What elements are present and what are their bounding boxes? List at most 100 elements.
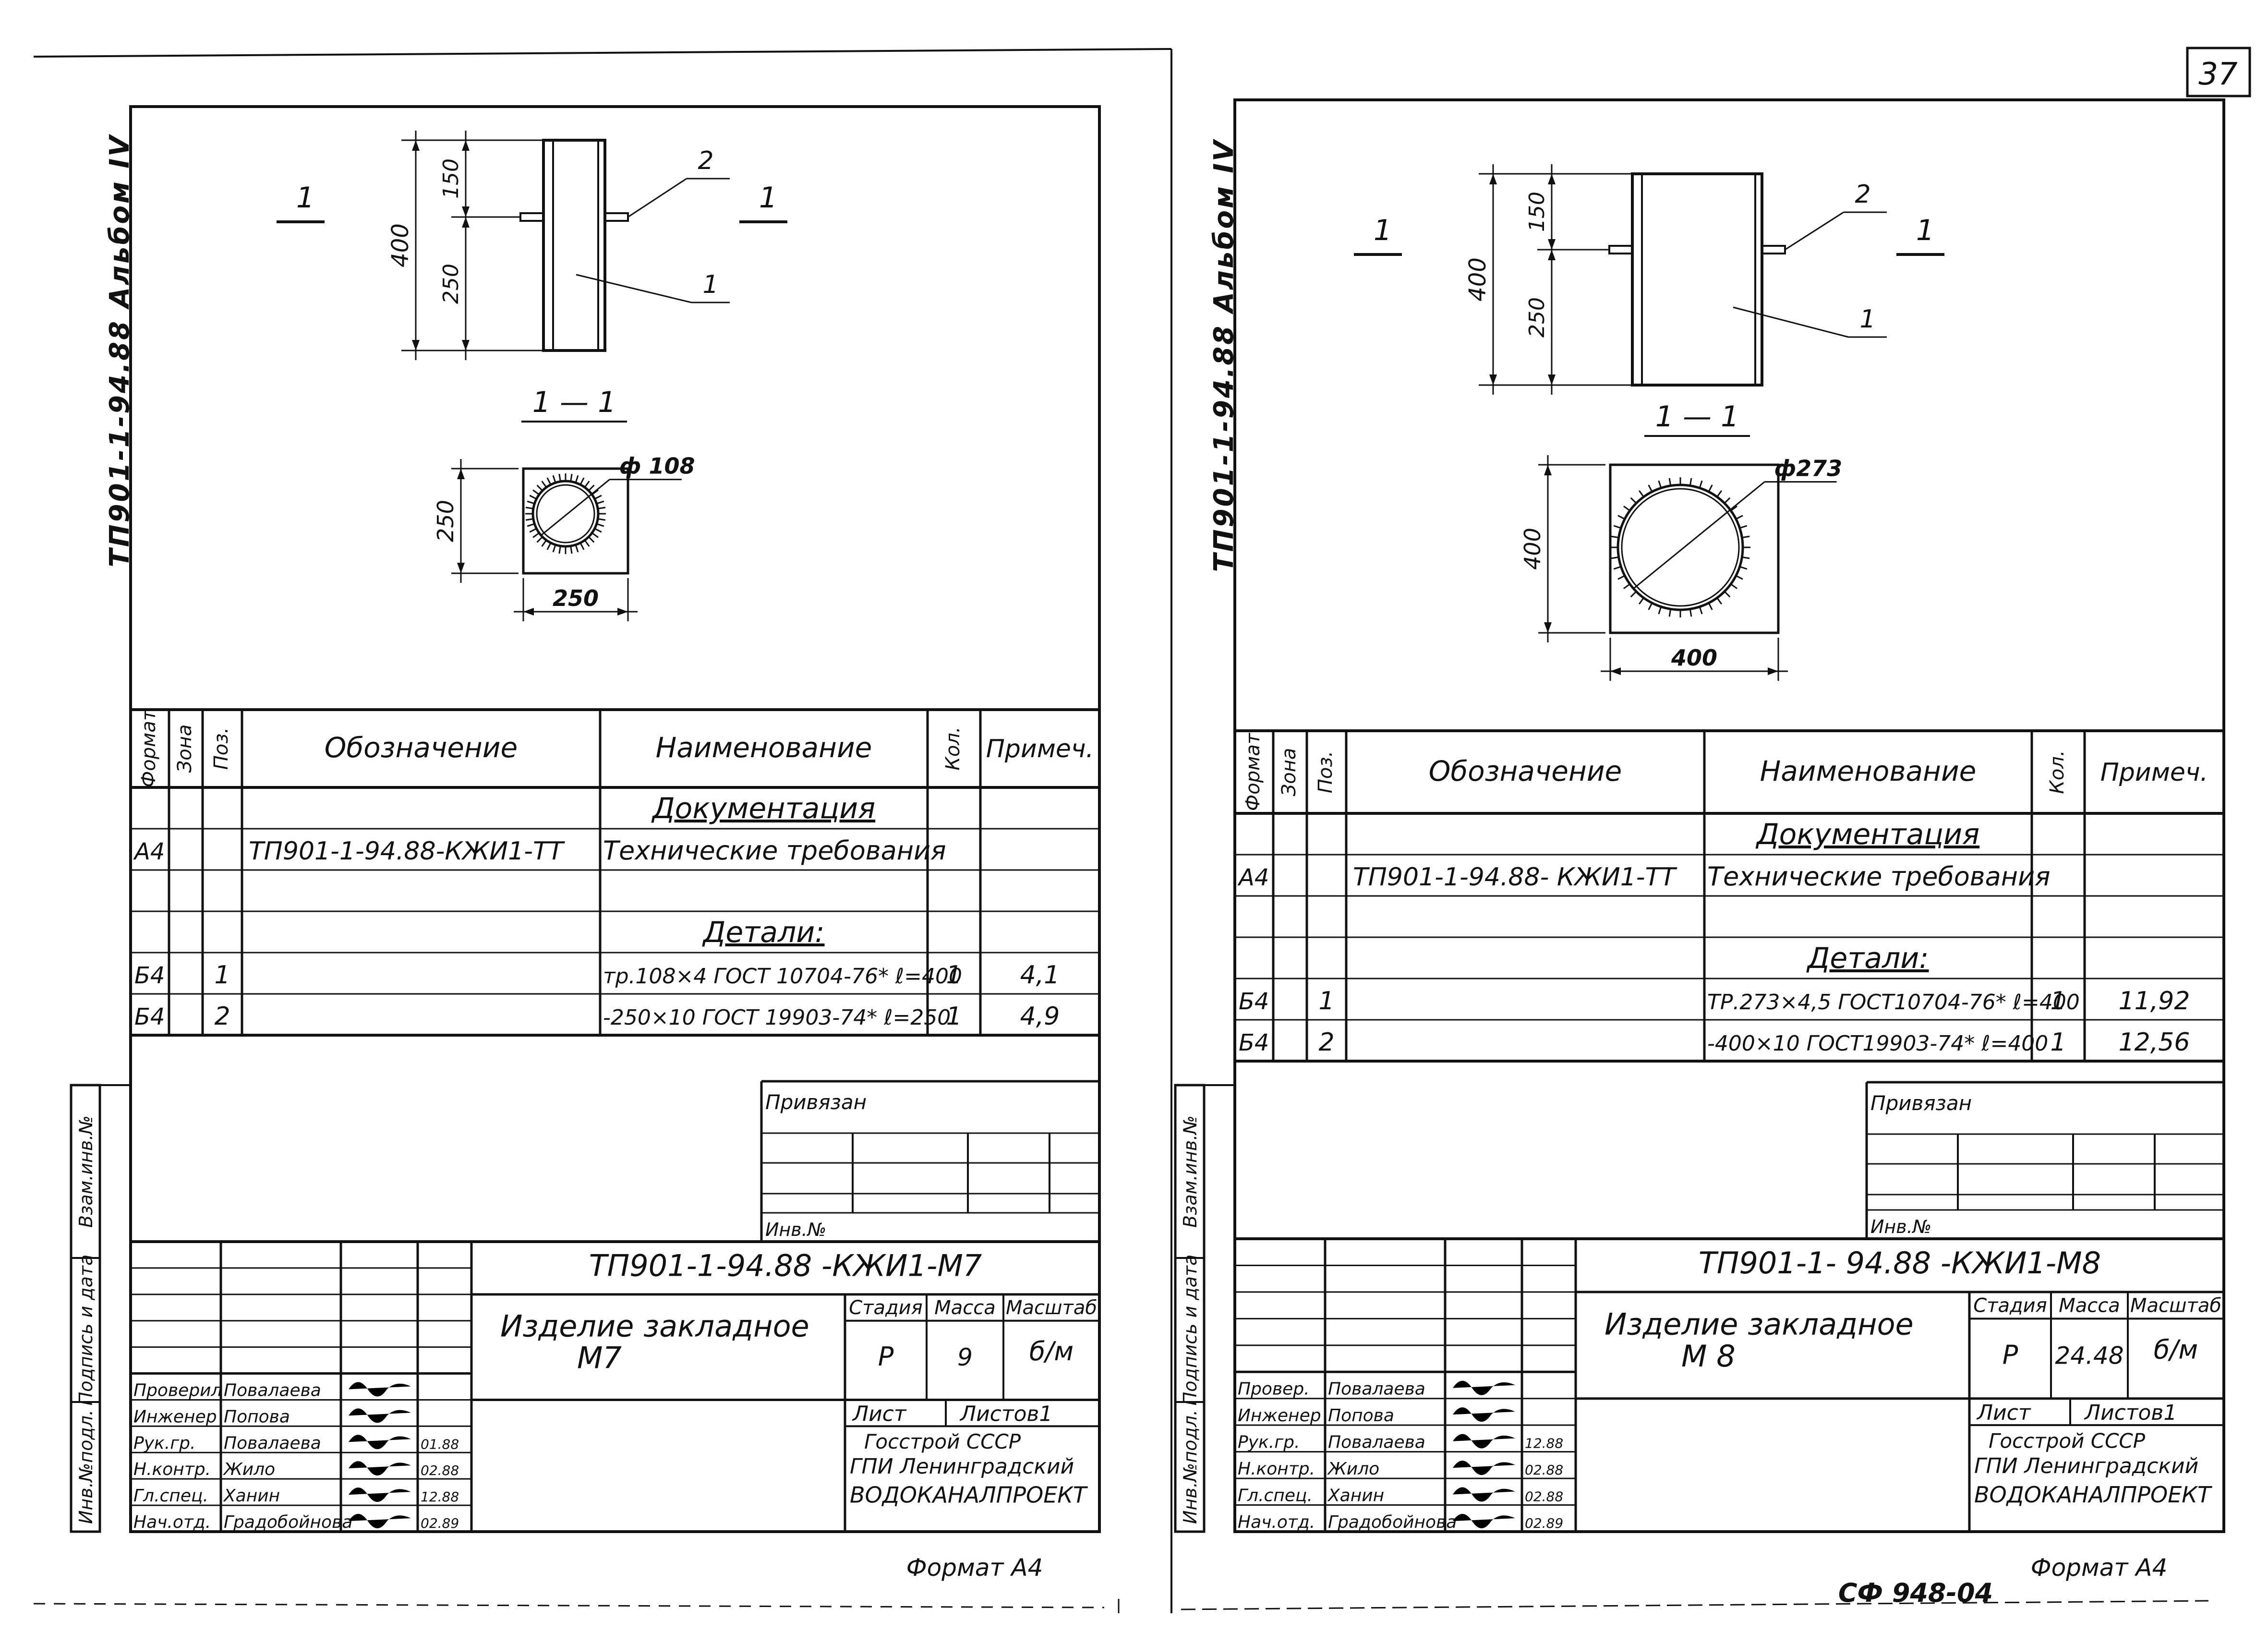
dimension-arrow <box>1548 174 1556 184</box>
weld-tick <box>533 533 539 537</box>
mass-label: Масса <box>2059 1295 2120 1317</box>
cell-format: Б4 <box>1239 988 1269 1015</box>
callout-1: 1 <box>1859 305 1875 334</box>
diameter-label: ф273 <box>1774 456 1843 482</box>
weld-tick <box>595 496 602 499</box>
cell-name: Документация <box>651 792 875 825</box>
person-role: Проверил <box>133 1380 222 1400</box>
weld-tick <box>542 481 546 487</box>
inv-no-label: Инв.№ <box>1870 1216 1931 1237</box>
mass-value: 24.48 <box>2055 1342 2123 1370</box>
weld-tick <box>576 475 578 483</box>
weld-tick <box>533 490 539 495</box>
signature <box>1453 1461 1515 1475</box>
header-qty: Кол. <box>942 726 964 770</box>
signature <box>349 1382 411 1397</box>
cell-name: Детали: <box>1806 942 1929 975</box>
person-role: Инженер <box>133 1407 217 1426</box>
weld-tick <box>1709 603 1712 610</box>
cell-format: А4 <box>133 838 165 865</box>
strip-label: Инв.№подл. <box>75 1410 97 1524</box>
leader-line <box>1785 212 1844 250</box>
format-label: Формат А4 <box>2031 1554 2168 1582</box>
weld-tick <box>1631 592 1636 597</box>
bottom-stamp: СФ 948-04 <box>1838 1578 1993 1608</box>
leader-line <box>1733 307 1848 337</box>
weld-tick <box>576 545 578 552</box>
item-mark: М 8 <box>1681 1339 1736 1374</box>
dimension-top: 150 <box>1525 192 1549 232</box>
section-title: 1 — 1 <box>1655 400 1739 434</box>
person-name: Повалаева <box>224 1380 321 1400</box>
leader-line <box>628 179 687 217</box>
person-role: Инженер <box>1238 1406 1321 1426</box>
person-date: 02.88 <box>421 1463 459 1478</box>
weld-tick <box>553 475 555 483</box>
org-line-1: Госстрой СССР <box>1989 1429 2146 1452</box>
cell-name: тр.108×4 ГОСТ 10704-76* ℓ=400 <box>603 964 962 989</box>
cell-name: ТР.273×4,5 ГОСТ10704-76* ℓ=400 <box>1707 990 2080 1015</box>
weld-tick <box>1611 536 1619 538</box>
signature <box>349 1461 411 1476</box>
callout-1: 1 <box>702 270 718 299</box>
privyazan-label: Привязан <box>765 1090 867 1114</box>
weld-tick <box>527 501 534 504</box>
album-label: ТП901-1-94.88 Альбом IV <box>104 133 135 567</box>
cell-format: А4 <box>1237 864 1269 891</box>
weld-tick <box>1639 598 1643 604</box>
scale-label: Масштаб <box>2130 1295 2221 1317</box>
weld-tick <box>526 519 533 520</box>
section-title: 1 — 1 <box>532 386 616 419</box>
weld-tick <box>1659 481 1661 488</box>
section-side-dimension: 400 <box>1520 528 1545 570</box>
stage-label: Стадия <box>1973 1295 2047 1317</box>
header-zone: Зона <box>174 725 196 773</box>
cell-name: Технические требования <box>603 835 946 866</box>
dimension-arrow <box>1489 174 1497 184</box>
scale-value: б/м <box>1029 1336 1074 1366</box>
scan-edge-line <box>34 49 1171 57</box>
header-pos: Поз. <box>1315 751 1337 794</box>
dimension-total: 400 <box>1464 257 1491 302</box>
cell-designation: ТП901-1-94.88- КЖИ1-ТТ <box>1353 863 1677 892</box>
weld-tick <box>1611 557 1619 558</box>
weld-tick <box>1669 478 1671 486</box>
sheet-label: Лист <box>852 1402 907 1426</box>
weld-tick <box>1659 607 1661 614</box>
dimension-arrow <box>1544 622 1552 633</box>
item-mark: М7 <box>577 1341 622 1376</box>
scan-edge-line <box>34 1604 1104 1608</box>
dimension-bottom: 250 <box>1525 297 1549 338</box>
dimension-arrow <box>1544 465 1552 475</box>
dimension-arrow <box>462 217 470 228</box>
sheet-frame <box>1235 100 2224 1532</box>
weld-tick <box>527 524 534 526</box>
dimension-arrow <box>462 140 470 151</box>
pipe-section <box>1618 485 1743 610</box>
cell-qty: 1 <box>946 1002 962 1031</box>
header-designation: Обозначение <box>325 731 518 764</box>
weld-tick <box>559 474 561 482</box>
dimension-arrow <box>457 563 465 573</box>
person-role: Рук.гр. <box>1238 1433 1300 1452</box>
dimension-arrow <box>1548 250 1556 260</box>
privyazan-label: Привязан <box>1870 1091 1972 1115</box>
person-name: Жило <box>223 1460 275 1479</box>
sheet-frame <box>131 107 1099 1532</box>
header-format: Формат <box>1242 732 1264 811</box>
weld-tick <box>547 543 551 550</box>
pipe-inner <box>537 485 594 543</box>
header-zone: Зона <box>1278 748 1300 797</box>
format-label: Формат А4 <box>906 1554 1043 1582</box>
pipe-stub <box>520 213 543 221</box>
mass-label: Масса <box>934 1297 996 1319</box>
stage-label: Стадия <box>849 1297 922 1319</box>
weld-tick <box>1690 609 1691 616</box>
weld-tick <box>1614 567 1621 569</box>
weld-tick <box>589 485 594 491</box>
page-number-box <box>2187 48 2250 96</box>
person-role: Провер. <box>1238 1379 1310 1399</box>
